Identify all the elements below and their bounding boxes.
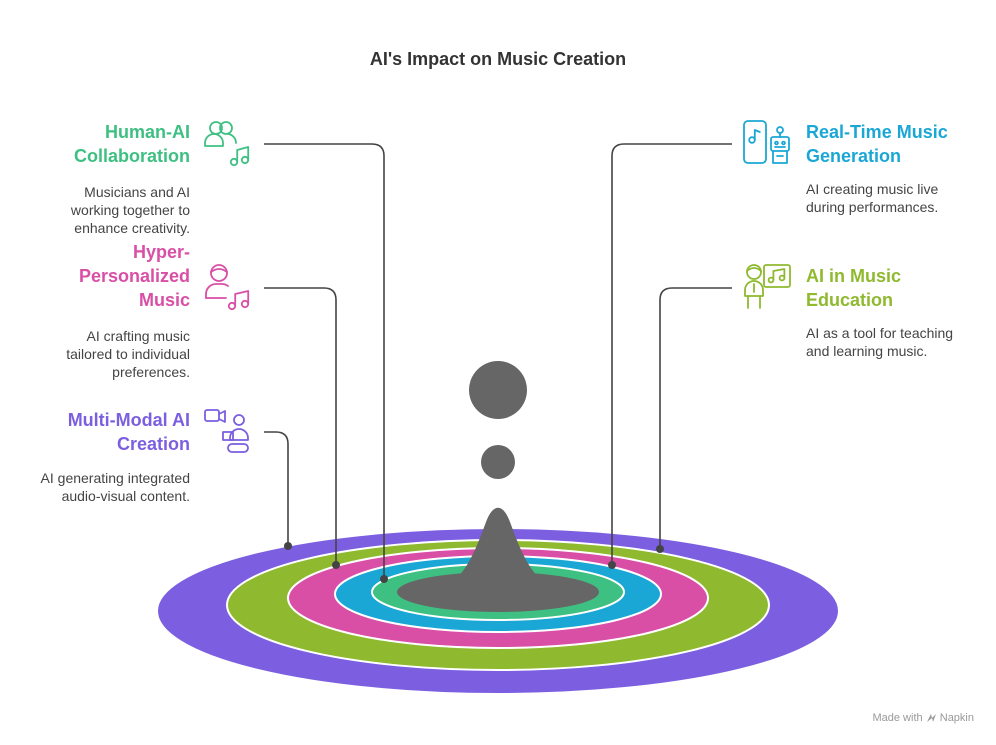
people-music-icon	[204, 121, 250, 167]
connector-dot-multi-modal	[284, 542, 292, 550]
description-line: audio-visual content.	[61, 488, 190, 504]
description-line: tailored to individual	[66, 346, 190, 362]
description-line: preferences.	[112, 364, 190, 380]
connector-human-ai	[264, 143, 385, 578]
heading-line: Collaboration	[74, 146, 190, 166]
heading-multi-modal-ai-creation: Multi-Modal AI Creation	[68, 408, 190, 456]
heading-ai-in-music-education: AI in Music Education	[806, 264, 901, 312]
robot-music-icon	[743, 120, 790, 164]
connector-dot-human-ai	[380, 575, 388, 583]
heading-line: Multi-Modal AI	[67, 410, 190, 430]
description-line: Musicians and AI	[84, 184, 190, 200]
made-with-label: Made with	[872, 712, 923, 724]
description-ai-in-music-education: AI as a tool for teaching and learning m…	[806, 324, 953, 360]
description-line: during performances.	[806, 199, 939, 215]
diagram-title: AI's Impact on Music Creation	[369, 49, 627, 69]
description-line: enhance creativity.	[74, 220, 190, 236]
heading-line: AI in Music	[806, 266, 902, 286]
description-line: and learning music.	[806, 343, 928, 359]
heading-line: Music	[138, 290, 190, 310]
droplet-large	[469, 361, 527, 419]
connector-dot-education	[656, 545, 664, 553]
heading-line: Human-AI	[105, 122, 190, 142]
droplet-small	[481, 445, 515, 479]
connector-education	[659, 287, 732, 548]
connector-dot-hyper-personalized	[332, 561, 340, 569]
description-human-ai-collaboration: Musicians and AI working together to enh…	[71, 183, 190, 237]
made-with-napkin: Made with Napkin	[872, 712, 974, 724]
description-line: working together to	[70, 202, 190, 218]
heading-line: Hyper-	[132, 242, 190, 262]
video-audio-icon	[204, 409, 249, 453]
description-line: AI generating integrated	[40, 470, 190, 486]
connector-dot-real-time	[608, 561, 616, 569]
heading-line: Personalized	[78, 266, 190, 286]
heading-line: Creation	[116, 434, 190, 454]
splash-peak	[424, 507, 572, 600]
description-line: AI creating music live	[806, 181, 939, 197]
connector-multi-modal	[264, 431, 289, 545]
description-hyper-personalized-music: AI crafting music tailored to individual…	[66, 327, 190, 381]
heading-real-time-music-generation: Real-Time Music Generation	[806, 120, 948, 168]
heading-line: Real-Time Music	[806, 122, 948, 142]
napkin-brand: Napkin	[939, 712, 974, 724]
heading-human-ai-collaboration: Human-AI Collaboration	[74, 120, 190, 168]
connector-hyper-personalized	[264, 287, 337, 564]
teacher-music-icon	[744, 264, 791, 309]
person-music-icon	[205, 264, 250, 311]
description-line: AI as a tool for teaching	[806, 325, 954, 341]
description-real-time-music-generation: AI creating music live during performanc…	[806, 180, 938, 216]
description-line: AI crafting music	[86, 328, 190, 344]
description-multi-modal-ai-creation: AI generating integrated audio-visual co…	[41, 469, 190, 505]
heading-hyper-personalized-music: Hyper- Personalized Music	[79, 240, 190, 312]
connector-real-time	[611, 143, 732, 564]
heading-line: Generation	[806, 146, 902, 166]
napkin-logo-icon	[926, 712, 940, 724]
heading-line: Education	[806, 290, 894, 310]
